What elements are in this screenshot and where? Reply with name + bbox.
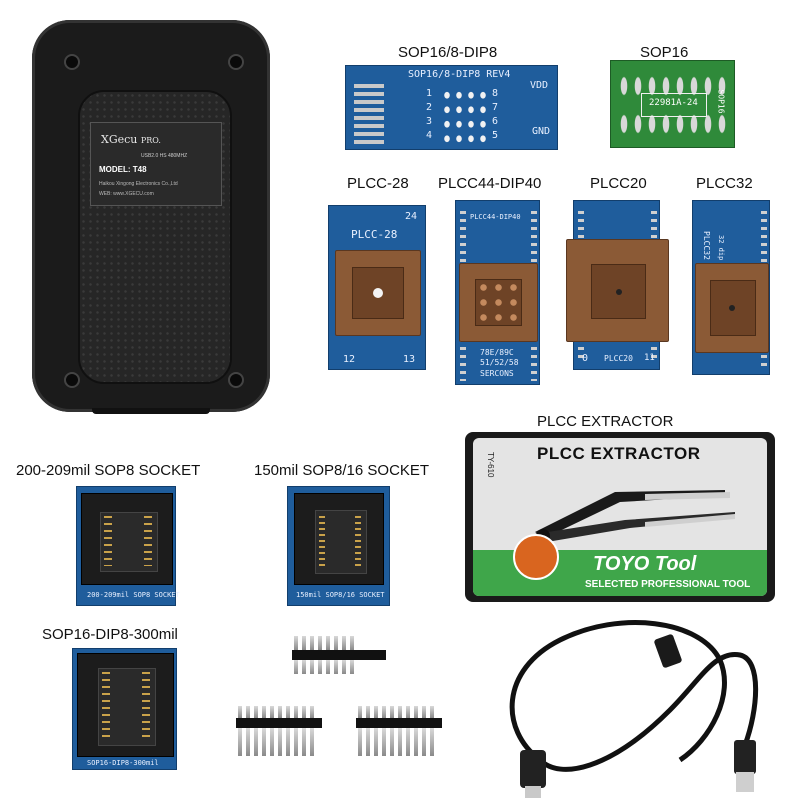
board-silkscreen: 51/52/58 (480, 358, 519, 367)
sop16-adapter: 22981A-24 SOP16 (610, 60, 735, 148)
pin-label: 0 (582, 353, 589, 364)
caption-plcc32: PLCC32 (696, 175, 753, 192)
caption-plcc20: PLCC20 (590, 175, 647, 192)
pin-header (356, 706, 442, 756)
board-silkscreen: PLCC-28 (351, 228, 398, 241)
programmer-bottom-edge (92, 408, 210, 414)
model-text: MODEL: T48 (99, 165, 147, 174)
pack-title: PLCC EXTRACTOR (537, 444, 701, 463)
contact-row (102, 672, 110, 740)
socket-center-hole (373, 288, 383, 298)
sop16-dip8-300mil-socket: SOP16-DIP8-300mil (72, 648, 177, 770)
pad-grid (617, 67, 729, 143)
caption-sop16-8-dip8: SOP16/8-DIP8 (398, 44, 498, 61)
plcc-socket (566, 239, 669, 342)
board-silkscreen: 32 dip (717, 235, 725, 261)
dip-hole-grid (441, 88, 489, 146)
web-text: WEB: www.XGECU.com (99, 191, 154, 197)
plcc-socket (459, 263, 538, 342)
screw-icon (228, 54, 244, 70)
board-silkscreen: SOP16-DIP8-300mil (87, 759, 159, 767)
caption-extractor: PLCC EXTRACTOR (537, 413, 674, 430)
brand-tagline: SELECTED PROFESSIONAL TOOL (585, 579, 751, 590)
caption-sop16: SOP16 (640, 44, 689, 61)
usb-spec: USB2.0 HS 480MHZ (141, 153, 188, 159)
edge-pads (354, 84, 384, 144)
maker-text: Haikou Xingong Electronics Co.,Ltd (99, 181, 178, 187)
contact-row (355, 516, 361, 566)
gnd-label: GND (532, 126, 551, 137)
brand-name: TOYO Tool (593, 553, 697, 575)
pin-header (292, 636, 386, 674)
brand-name: XGecu (101, 133, 138, 146)
clamshell-socket (77, 653, 174, 757)
caption-sop16-dip8-300: SOP16-DIP8-300mil (42, 626, 178, 643)
board-silkscreen: PLCC32 (702, 231, 711, 260)
screw-icon (64, 54, 80, 70)
clamshell-socket (81, 493, 173, 585)
plcc28-adapter: PLCC-28 24 12 13 (328, 205, 426, 370)
chip-footprint (641, 93, 707, 117)
plcc-socket (695, 263, 769, 353)
pin-numbers-right: 8 7 6 5 (492, 88, 499, 141)
pack-code: TY-610 (486, 452, 495, 478)
brand-suffix: PRO. (140, 136, 161, 145)
board-silkscreen: SOP16 (716, 89, 726, 114)
contact-row (142, 672, 150, 740)
board-silkscreen: PLCC20 (604, 354, 633, 363)
sop8-200mil-socket: 200-209mil SOP8 SOCKET (76, 486, 180, 606)
board-silkscreen: SERCONS (480, 369, 514, 378)
contact-row (319, 516, 325, 566)
pin-numbers-left: 1 2 3 4 (426, 88, 433, 141)
screw-icon (228, 372, 244, 388)
clamshell-socket (294, 493, 384, 585)
board-silkscreen: 150mil SOP8/16 SOCKET (296, 591, 385, 599)
socket-center-hole (729, 305, 735, 311)
programmer-device: XGecu PRO. USB2.0 HS 480MHZ MODEL: T48 H… (32, 20, 270, 414)
board-silkscreen: SOP16/8-DIP8 REV4 (408, 69, 511, 80)
contact-row (144, 516, 152, 566)
board-silkscreen: 78E/89C (480, 348, 514, 357)
pin-label: 13 (403, 354, 416, 365)
caption-plcc28: PLCC-28 (347, 175, 409, 192)
plcc-socket (335, 250, 421, 336)
programmer-label: XGecu PRO. USB2.0 HS 480MHZ MODEL: T48 H… (90, 122, 222, 206)
sop16-8-dip8-adapter: SOP16/8-DIP8 REV4 1 2 3 4 8 7 6 5 VDD GN… (345, 65, 558, 150)
pin-label: 24 (405, 211, 418, 222)
caption-plcc44-dip40: PLCC44-DIP40 (438, 175, 542, 192)
pin-label: 11 (644, 353, 655, 363)
extractor-package: PLCC EXTRACTOR TY-610 TOYO Tool SELECTED… (465, 432, 775, 602)
pin-header (236, 706, 322, 756)
sop8-150mil-socket: 150mil SOP8/16 SOCKET (287, 486, 390, 606)
socket-center-hole (616, 289, 622, 295)
screw-icon (64, 372, 80, 388)
caption-sop8-200: 200-209mil SOP8 SOCKET (16, 462, 201, 479)
programmer-panel: XGecu PRO. USB2.0 HS 480MHZ MODEL: T48 H… (78, 90, 232, 384)
plcc44-dip40-adapter: PLCC44-DIP40 78E/89C 51/52/58 SERCONS (455, 200, 540, 385)
usb-cable-icon (509, 620, 759, 798)
plcc32-adapter: PLCC32 32 dip (692, 200, 770, 375)
board-silkscreen: PLCC44-DIP40 (470, 213, 521, 221)
contact-row (104, 516, 112, 566)
pin-label: 12 (343, 354, 356, 365)
plcc20-adapter: 0 PLCC20 11 (566, 200, 669, 370)
chip-code: 22981A-24 (649, 98, 698, 108)
extractor-tool-icon (535, 490, 735, 543)
caption-sop8-150: 150mil SOP8/16 SOCKET (254, 462, 430, 479)
vdd-label: VDD (530, 80, 549, 91)
board-silkscreen: 200-209mil SOP8 SOCKET (87, 591, 180, 599)
extractor-tool (525, 472, 745, 552)
brand-logo-icon (513, 534, 559, 580)
